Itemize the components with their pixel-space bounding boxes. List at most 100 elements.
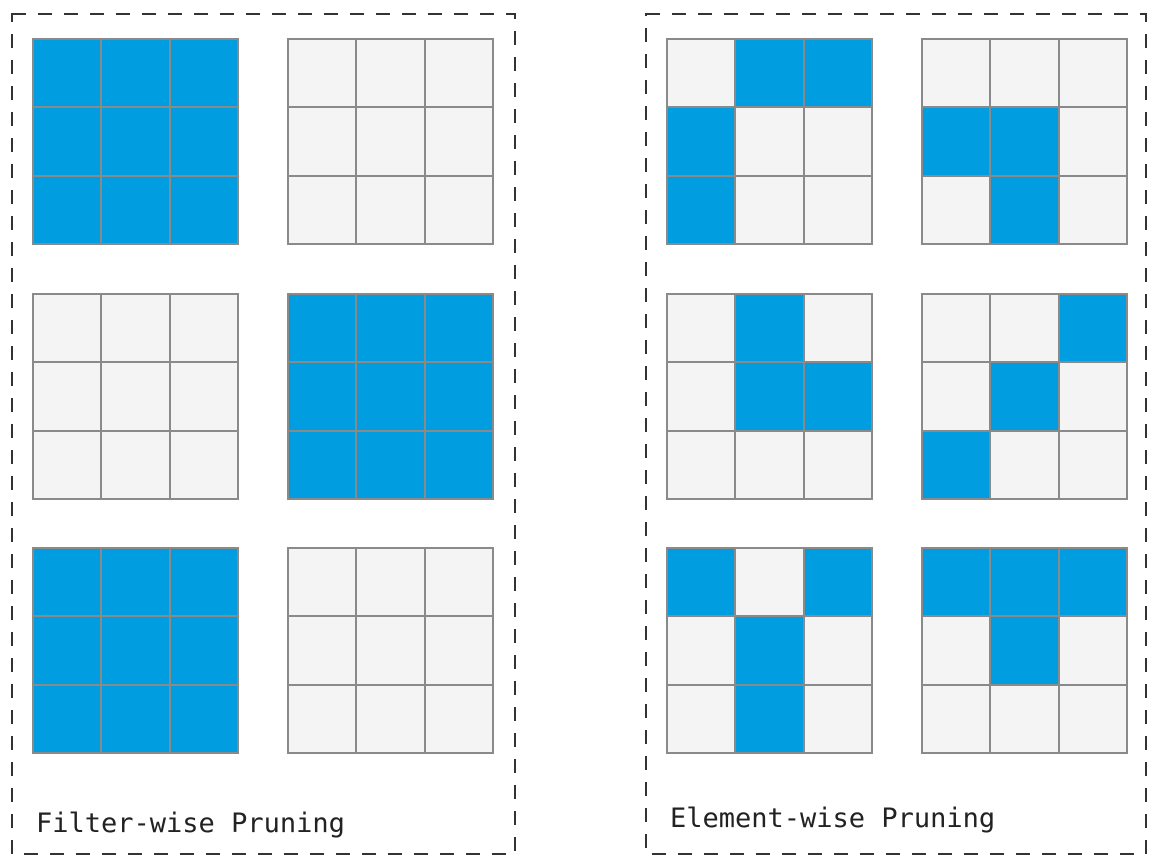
kernel-cell-pruned [1058, 684, 1127, 753]
element-kernel-grid [921, 293, 1128, 500]
kernel-cell-pruned [667, 294, 736, 363]
kernel-cell-active [33, 548, 102, 617]
kernel-cell-active [735, 362, 804, 431]
kernel-cell-pruned [169, 362, 238, 431]
element-wise-pruning-panel: Element-wise Pruning [645, 13, 1147, 855]
kernel-cell-active [1058, 548, 1127, 617]
filter-kernel-grid [32, 293, 239, 500]
kernel-cell-active [288, 430, 357, 499]
kernel-cell-active [288, 362, 357, 431]
kernel-cell-pruned [735, 107, 804, 176]
kernel-cell-pruned [356, 548, 425, 617]
kernel-cell-pruned [990, 684, 1059, 753]
kernel-cell-active [169, 175, 238, 244]
kernel-cell-pruned [288, 616, 357, 685]
kernel-cell-active [288, 294, 357, 363]
kernel-cell-pruned [1058, 175, 1127, 244]
kernel-cell-pruned [667, 684, 736, 753]
kernel-cell-active [101, 684, 170, 753]
kernel-cell-pruned [667, 616, 736, 685]
element-kernel-grid [921, 547, 1128, 754]
kernel-cell-active [803, 548, 872, 617]
kernel-cell-active [990, 175, 1059, 244]
kernel-cell-pruned [424, 548, 493, 617]
kernel-cell-active [101, 107, 170, 176]
kernel-cell-active [990, 616, 1059, 685]
kernel-cell-active [101, 175, 170, 244]
kernel-cell-pruned [990, 39, 1059, 108]
kernel-cell-active [735, 616, 804, 685]
filter-kernel-grid [32, 38, 239, 245]
kernel-cell-pruned [424, 175, 493, 244]
kernel-cell-pruned [288, 175, 357, 244]
kernel-cell-pruned [803, 294, 872, 363]
element-kernel-grid [666, 293, 873, 500]
kernel-cell-active [101, 548, 170, 617]
kernel-cell-active [667, 175, 736, 244]
kernel-cell-active [101, 39, 170, 108]
kernel-cell-pruned [1058, 616, 1127, 685]
kernel-cell-pruned [356, 684, 425, 753]
kernel-cell-pruned [1058, 430, 1127, 499]
kernel-cell-active [169, 39, 238, 108]
kernel-cell-pruned [424, 684, 493, 753]
filter-panel-dashed-border [11, 13, 516, 855]
kernel-cell-active [33, 39, 102, 108]
kernel-cell-pruned [735, 548, 804, 617]
kernel-cell-active [101, 616, 170, 685]
kernel-cell-active [33, 175, 102, 244]
kernel-cell-active [922, 107, 991, 176]
kernel-cell-pruned [288, 39, 357, 108]
kernel-cell-pruned [667, 39, 736, 108]
kernel-cell-pruned [922, 294, 991, 363]
filter-panel-label: Filter-wise Pruning [36, 808, 345, 839]
element-kernel-grid [921, 38, 1128, 245]
kernel-cell-pruned [803, 175, 872, 244]
kernel-cell-active [922, 548, 991, 617]
kernel-cell-pruned [33, 362, 102, 431]
kernel-cell-active [169, 107, 238, 176]
kernel-cell-pruned [169, 430, 238, 499]
kernel-cell-active [169, 684, 238, 753]
kernel-cell-pruned [101, 362, 170, 431]
kernel-cell-active [735, 294, 804, 363]
kernel-cell-pruned [667, 362, 736, 431]
kernel-cell-pruned [424, 616, 493, 685]
kernel-cell-pruned [101, 294, 170, 363]
kernel-cell-pruned [922, 616, 991, 685]
kernel-cell-pruned [356, 175, 425, 244]
kernel-cell-pruned [803, 430, 872, 499]
kernel-cell-active [169, 548, 238, 617]
kernel-cell-active [667, 107, 736, 176]
kernel-cell-pruned [169, 294, 238, 363]
kernel-cell-pruned [288, 548, 357, 617]
kernel-cell-active [803, 39, 872, 108]
kernel-cell-pruned [990, 430, 1059, 499]
element-panel-label: Element-wise Pruning [670, 803, 996, 834]
kernel-cell-pruned [356, 616, 425, 685]
kernel-cell-active [424, 294, 493, 363]
kernel-cell-active [169, 616, 238, 685]
kernel-cell-pruned [803, 684, 872, 753]
element-kernel-grid [666, 38, 873, 245]
kernel-cell-pruned [922, 362, 991, 431]
kernel-cell-active [424, 430, 493, 499]
kernel-cell-active [735, 684, 804, 753]
filter-wise-pruning-panel: Filter-wise Pruning [11, 13, 516, 855]
kernel-cell-pruned [424, 39, 493, 108]
kernel-cell-active [33, 616, 102, 685]
kernel-cell-pruned [356, 107, 425, 176]
kernel-cell-active [1058, 294, 1127, 363]
kernel-cell-active [424, 362, 493, 431]
kernel-cell-pruned [735, 430, 804, 499]
kernel-cell-active [990, 107, 1059, 176]
kernel-cell-active [667, 548, 736, 617]
kernel-cell-pruned [1058, 362, 1127, 431]
kernel-cell-pruned [33, 430, 102, 499]
kernel-cell-active [803, 362, 872, 431]
kernel-cell-pruned [288, 684, 357, 753]
kernel-cell-active [922, 430, 991, 499]
kernel-cell-pruned [922, 175, 991, 244]
filter-kernel-grid [287, 547, 494, 754]
element-kernel-grid [666, 547, 873, 754]
